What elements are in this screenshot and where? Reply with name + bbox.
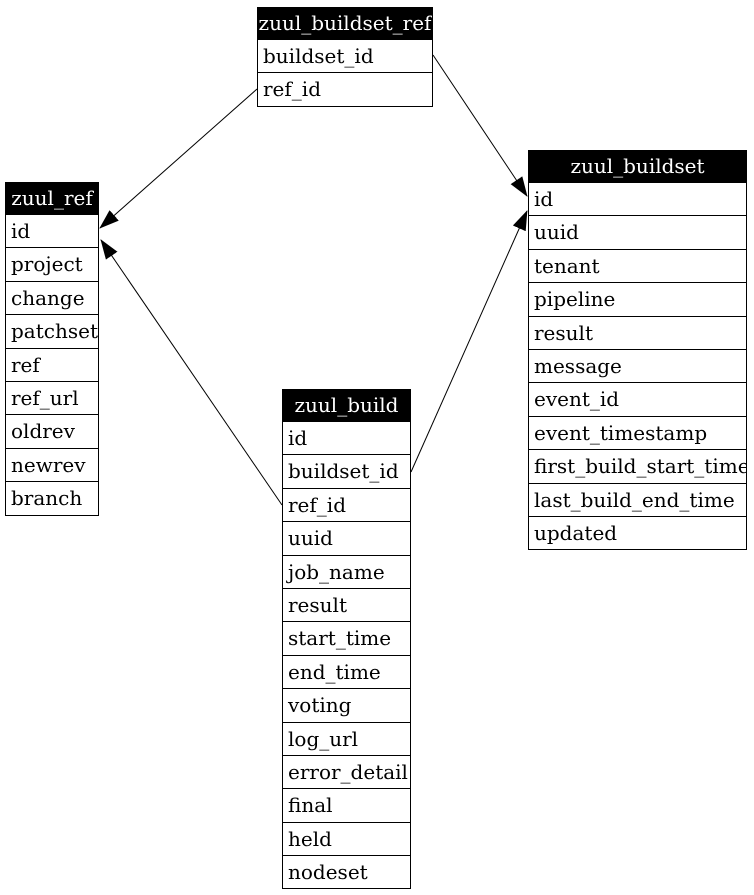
table-row-zuul_build-final: final	[283, 788, 410, 821]
table-row-zuul_build-voting: voting	[283, 688, 410, 721]
table-title-zuul_buildset: zuul_buildset	[529, 151, 746, 182]
table-row-zuul_buildset_ref-ref_id: ref_id	[258, 72, 432, 105]
table-row-zuul_buildset-updated: updated	[529, 515, 746, 549]
table-row-zuul_buildset-uuid: uuid	[529, 215, 746, 248]
table-row-zuul_build-start_time: start_time	[283, 621, 410, 654]
edge-zuul_build-buildset_id-to-zuul_buildset-id	[410, 210, 528, 473]
table-row-zuul_buildset-message: message	[529, 348, 746, 382]
table-row-zuul_buildset-result: result	[529, 315, 746, 349]
table-row-zuul_buildset-first_build_start_time: first_build_start_time	[529, 449, 746, 482]
table-row-zuul_buildset-pipeline: pipeline	[529, 282, 746, 315]
table-title-zuul_build: zuul_build	[283, 390, 410, 421]
table-row-zuul_buildset-tenant: tenant	[529, 248, 746, 282]
table-row-zuul_build-held: held	[283, 821, 410, 855]
table-row-zuul_build-result: result	[283, 587, 410, 621]
table-row-zuul_buildset-id: id	[529, 182, 746, 215]
table-row-zuul_build-log_url: log_url	[283, 721, 410, 755]
table-row-zuul_build-job_name: job_name	[283, 554, 410, 588]
table-row-zuul_ref-patchset: patchset	[6, 314, 98, 347]
table-row-zuul_ref-oldrev: oldrev	[6, 414, 98, 447]
edge-zuul_build-ref_id-to-zuul_ref-id	[100, 239, 283, 506]
table-row-zuul_build-end_time: end_time	[283, 654, 410, 688]
table-row-zuul_ref-newrev: newrev	[6, 447, 98, 481]
table-row-zuul_build-ref_id: ref_id	[283, 487, 410, 521]
table-title-zuul_buildset_ref: zuul_buildset_ref	[258, 8, 432, 39]
table-row-zuul_build-error_detail: error_detail	[283, 754, 410, 788]
table-title-zuul_ref: zuul_ref	[6, 183, 98, 214]
table-row-zuul_ref-ref: ref	[6, 347, 98, 381]
table-row-zuul_build-id: id	[283, 421, 410, 454]
table-row-zuul_build-uuid: uuid	[283, 521, 410, 554]
table-row-zuul_ref-id: id	[6, 214, 98, 247]
table-row-zuul_buildset-event_id: event_id	[529, 382, 746, 415]
edge-zuul_buildset_ref-buildset_id-to-zuul_buildset-id	[432, 54, 528, 197]
table-row-zuul_buildset-last_build_end_time: last_build_end_time	[529, 482, 746, 516]
edge-zuul_buildset_ref-ref_id-to-zuul_ref-id	[99, 88, 258, 229]
table-row-zuul_ref-ref_url: ref_url	[6, 380, 98, 414]
table-row-zuul_ref-project: project	[6, 247, 98, 280]
table-row-zuul_build-buildset_id: buildset_id	[283, 454, 410, 487]
table-row-zuul_buildset-event_timestamp: event_timestamp	[529, 415, 746, 449]
table-row-zuul_ref-change: change	[6, 280, 98, 314]
table-row-zuul_ref-branch: branch	[6, 481, 98, 514]
table-row-zuul_build-nodeset: nodeset	[283, 855, 410, 888]
table-row-zuul_buildset_ref-buildset_id: buildset_id	[258, 39, 432, 72]
